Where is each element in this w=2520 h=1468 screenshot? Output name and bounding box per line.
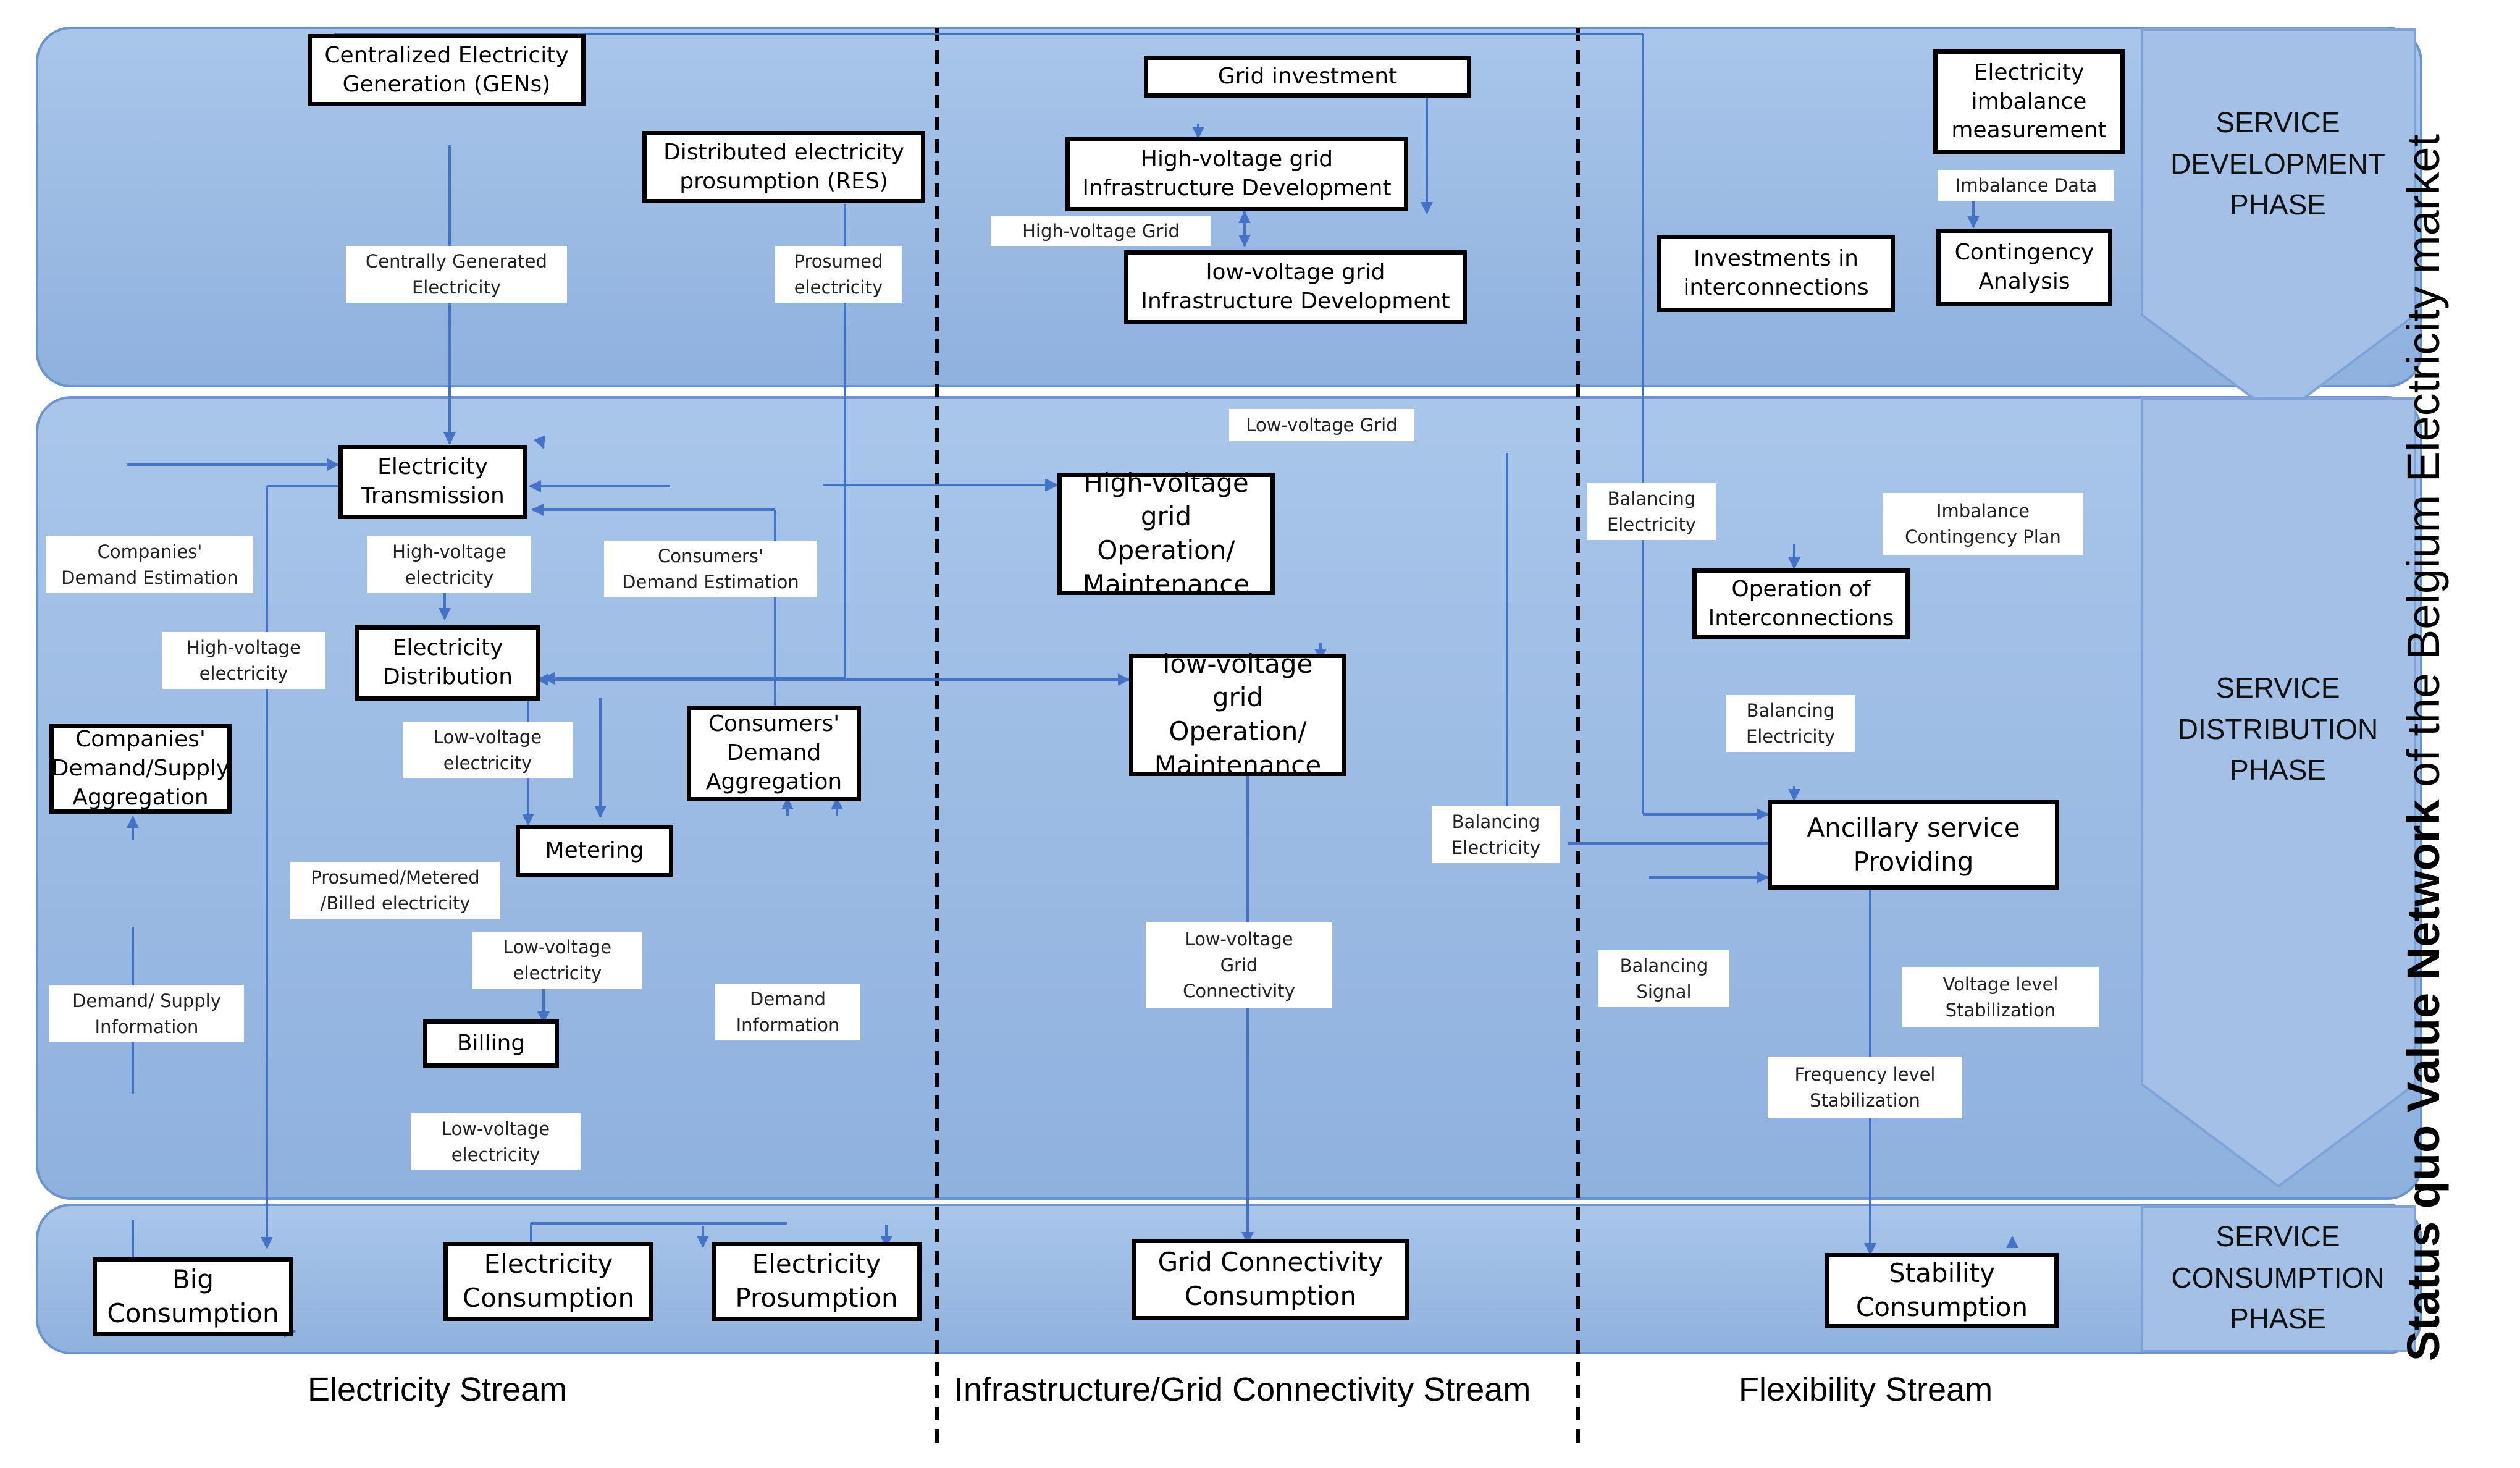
label-consumers-demand-estimation: Consumers' Demand Estimation [604, 541, 817, 597]
label-lv-electricity-2: Low-voltage electricity [472, 932, 642, 989]
label-balancing-electricity-2: Balancing Electricity [1726, 695, 1855, 752]
label-hv-electricity-2: High-voltage electricity [162, 632, 326, 689]
node-electricity-distribution: Electricity Distribution [355, 625, 540, 701]
distribution-chevron [2141, 397, 2416, 1188]
label-demand-supply-information: Demand/ Supply Information [49, 985, 244, 1042]
node-ancillary-service: Ancillary service Providing [1768, 800, 2059, 890]
node-centralized-generation: Centralized Electricity Generation (GENs… [308, 34, 586, 106]
node-electricity-prosumption: Electricity Prosumption [712, 1242, 922, 1321]
phase-consumption: SERVICE CONSUMPTION PHASE [2171, 1220, 2385, 1335]
label-balancing-signal: Balancing Signal [1598, 950, 1729, 1007]
diagram-title: Status quo Value Network of the Belgium … [2396, 68, 2451, 1427]
node-imbalance-measurement: Electricity imbalance measurement [1933, 49, 2125, 154]
label-lv-grid: Low-voltage Grid [1229, 409, 1414, 441]
label-frequency-level-stabilization: Frequency level Stabilization [1768, 1057, 1962, 1118]
node-grid-connectivity-consumption: Grid Connectivity Consumption [1132, 1239, 1409, 1320]
phase-development: SERVICE DEVELOPMENT PHASE [2170, 106, 2385, 221]
node-contingency-analysis: Contingency Analysis [1936, 229, 2112, 306]
label-voltage-level-stabilization: Voltage level Stabilization [1902, 967, 2099, 1027]
node-investments-interconnections: Investments in interconnections [1657, 235, 1895, 312]
node-billing: Billing [423, 1019, 559, 1068]
label-prosumed-metered-billed: Prosumed/Metered /Billed electricity [290, 862, 500, 919]
node-consumers-demand-aggregation: Consumers' Demand Aggregation [687, 706, 861, 801]
label-lv-electricity-3: Low-voltage electricity [411, 1113, 581, 1170]
node-hv-infra-dev: High-voltage grid Infrastructure Develop… [1065, 137, 1408, 211]
node-distributed-prosumption: Distributed electricity prosumption (RES… [642, 131, 925, 203]
stream-electricity: Electricity Stream [308, 1371, 568, 1408]
node-lv-grid-operation: low-voltage grid Operation/ Maintenance [1129, 649, 1346, 780]
label-balancing-electricity-1: Balancing Electricity [1587, 483, 1716, 540]
stream-infrastructure: Infrastructure/Grid Connectivity Stream [954, 1371, 1531, 1408]
node-lv-infra-dev: low-voltage grid Infrastructure Developm… [1124, 250, 1467, 324]
diagram-title-bold: Status quo Value Network [2398, 799, 2449, 1362]
label-prosumed-electricity: Prosumed electricity [775, 246, 902, 303]
label-imbalance-contingency-plan: Imbalance Contingency Plan [1883, 493, 2083, 555]
node-metering: Metering [516, 825, 673, 877]
node-stability-consumption: Stability Consumption [1825, 1253, 2059, 1328]
label-balancing-electricity-3: Balancing Electricity [1432, 806, 1560, 863]
label-demand-information: Demand Information [715, 984, 860, 1040]
phase-distribution: SERVICE DISTRIBUTION PHASE [2177, 671, 2379, 787]
consumption-panel [2141, 1205, 2416, 1352]
node-big-consumption: Big Consumption [93, 1257, 293, 1336]
label-centrally-generated: Centrally Generated Electricity [346, 246, 567, 303]
diagram-title-normal: of the Belgium Electricity market [2398, 133, 2449, 800]
node-electricity-consumption: Electricity Consumption [443, 1242, 653, 1321]
node-operation-interconnections: Operation of Interconnections [1692, 568, 1910, 639]
label-lv-grid-connectivity: Low-voltage Grid Connectivity [1146, 922, 1332, 1008]
development-chevron [2141, 28, 2416, 419]
stream-flexibility: Flexibility Stream [1739, 1371, 1993, 1408]
label-companies-demand-estimation: Companies' Demand Estimation [46, 536, 253, 593]
label-lv-electricity-1: Low-voltage electricity [403, 722, 573, 778]
node-electricity-transmission: Electricity Transmission [338, 445, 527, 519]
node-hv-grid-operation: High-voltage grid Operation/ Maintenance [1057, 468, 1275, 599]
label-hv-grid-top: High-voltage Grid [991, 216, 1211, 246]
label-imbalance-data: Imbalance Data [1938, 170, 2114, 201]
node-grid-investment: Grid investment [1144, 56, 1471, 98]
label-hv-electricity-1: High-voltage electricity [368, 536, 531, 593]
node-companies-demand-supply-aggregation: Companies' Demand/Supply Aggregation [49, 724, 232, 814]
